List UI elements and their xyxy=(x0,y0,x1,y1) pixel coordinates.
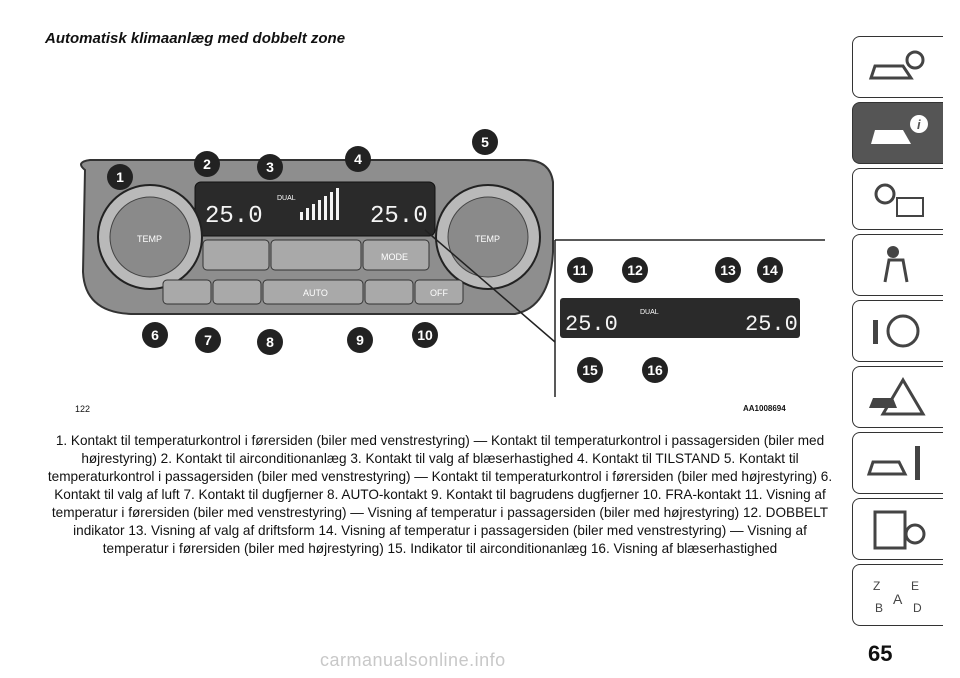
left-knob-label: TEMP xyxy=(137,234,162,244)
svg-text:E: E xyxy=(911,579,919,593)
fan-speed-bars xyxy=(300,188,339,220)
caption-item-4: 4. Kontakt til TILSTAND xyxy=(577,451,721,466)
dual-indicator: DUAL xyxy=(277,195,296,202)
caption-item-6: 6. Kontakt til valg af luft xyxy=(54,469,833,502)
zoom-right-temp: 25.0 xyxy=(745,312,798,337)
caption-item-8: 8. AUTO-kontakt xyxy=(327,487,428,502)
figure-caption: 1. Kontakt til temperaturkontrol i fører… xyxy=(45,432,835,558)
callout-5: 5 xyxy=(481,134,489,150)
zoom-left-temp: 25.0 xyxy=(565,312,618,337)
svg-text:D: D xyxy=(913,601,922,615)
car-service-icon[interactable] xyxy=(852,432,943,494)
climate-panel-illustration: 25.0 DUAL 25.0 TEMP TEMP MODE AUTO OFF xyxy=(80,129,825,397)
mode-button: MODE xyxy=(381,252,408,262)
steering-key-icon[interactable] xyxy=(852,300,943,362)
breakdown-triangle-icon[interactable] xyxy=(852,366,943,428)
right-knob-label: TEMP xyxy=(475,234,500,244)
seatbelt-airbag-icon[interactable] xyxy=(852,234,943,296)
svg-text:Z: Z xyxy=(873,579,880,593)
callout-8: 8 xyxy=(266,334,274,350)
watermark: carmanualsonline.info xyxy=(320,650,506,670)
callout-1: 1 xyxy=(116,169,124,185)
caption-item-3: 3. Kontakt til valg af blæserhastighed xyxy=(350,451,574,466)
warning-lights-icon[interactable] xyxy=(852,168,943,230)
caption-item-10: 10. FRA-kontakt xyxy=(642,487,741,502)
page-number: 65 xyxy=(868,641,893,666)
caption-item-11: 11. Visning af temperatur i førersiden (… xyxy=(51,487,826,520)
car-info-icon[interactable]: i xyxy=(852,102,943,164)
climate-control-figure: 25.0 DUAL 25.0 TEMP TEMP MODE AUTO OFF xyxy=(45,52,825,414)
callout-12: 12 xyxy=(627,262,643,278)
caption-item-2: 2. Kontakt til airconditionanlæg xyxy=(160,451,347,466)
car-search-icon[interactable] xyxy=(852,36,943,98)
callout-3: 3 xyxy=(266,159,274,175)
right-temp-display: 25.0 xyxy=(370,203,428,230)
callout-10: 10 xyxy=(417,327,433,343)
callout-4: 4 xyxy=(354,151,362,167)
callout-7: 7 xyxy=(204,332,212,348)
left-temp-display: 25.0 xyxy=(205,203,263,230)
svg-text:B: B xyxy=(875,601,883,615)
page-title: Automatisk klimaanlæg med dobbelt zone xyxy=(45,30,346,47)
callout-9: 9 xyxy=(356,332,364,348)
caption-item-15: 15. Indikator til airconditionanlæg xyxy=(387,541,588,556)
svg-text:A: A xyxy=(893,591,903,607)
caption-item-9: 9. Kontakt til bagrudens dugfjerner xyxy=(431,487,639,502)
caption-item-13: 13. Visning af valg af driftsform xyxy=(128,523,315,538)
caption-item-1: 1. Kontakt til temperaturkontrol i fører… xyxy=(55,433,825,466)
figure-code: AA1008694 xyxy=(743,404,786,413)
caption-item-14: 14. Visning af temperatur i passagerside… xyxy=(102,523,807,556)
callout-16: 16 xyxy=(647,362,663,378)
auto-button: AUTO xyxy=(303,288,328,298)
caption-item-5: 5. Kontakt til temperaturkontrol i passa… xyxy=(47,451,817,484)
callout-2: 2 xyxy=(203,156,211,172)
callout-11: 11 xyxy=(573,262,588,278)
off-button: OFF xyxy=(430,288,448,298)
specifications-icon[interactable] xyxy=(852,498,943,560)
caption-item-12: 12. DOBBELT indikator xyxy=(73,505,829,538)
callout-13: 13 xyxy=(720,262,736,278)
svg-text:i: i xyxy=(917,117,921,132)
callout-14: 14 xyxy=(762,262,778,278)
callout-6: 6 xyxy=(151,327,159,343)
caption-item-7: 7. Kontakt til dugfjerner xyxy=(183,487,324,502)
figure-reference: 122 xyxy=(75,404,91,414)
caption-item-16: 16. Visning af blæserhastighed xyxy=(590,541,778,556)
zoom-dual-indicator: DUAL xyxy=(640,309,659,316)
callout-15: 15 xyxy=(582,362,598,378)
